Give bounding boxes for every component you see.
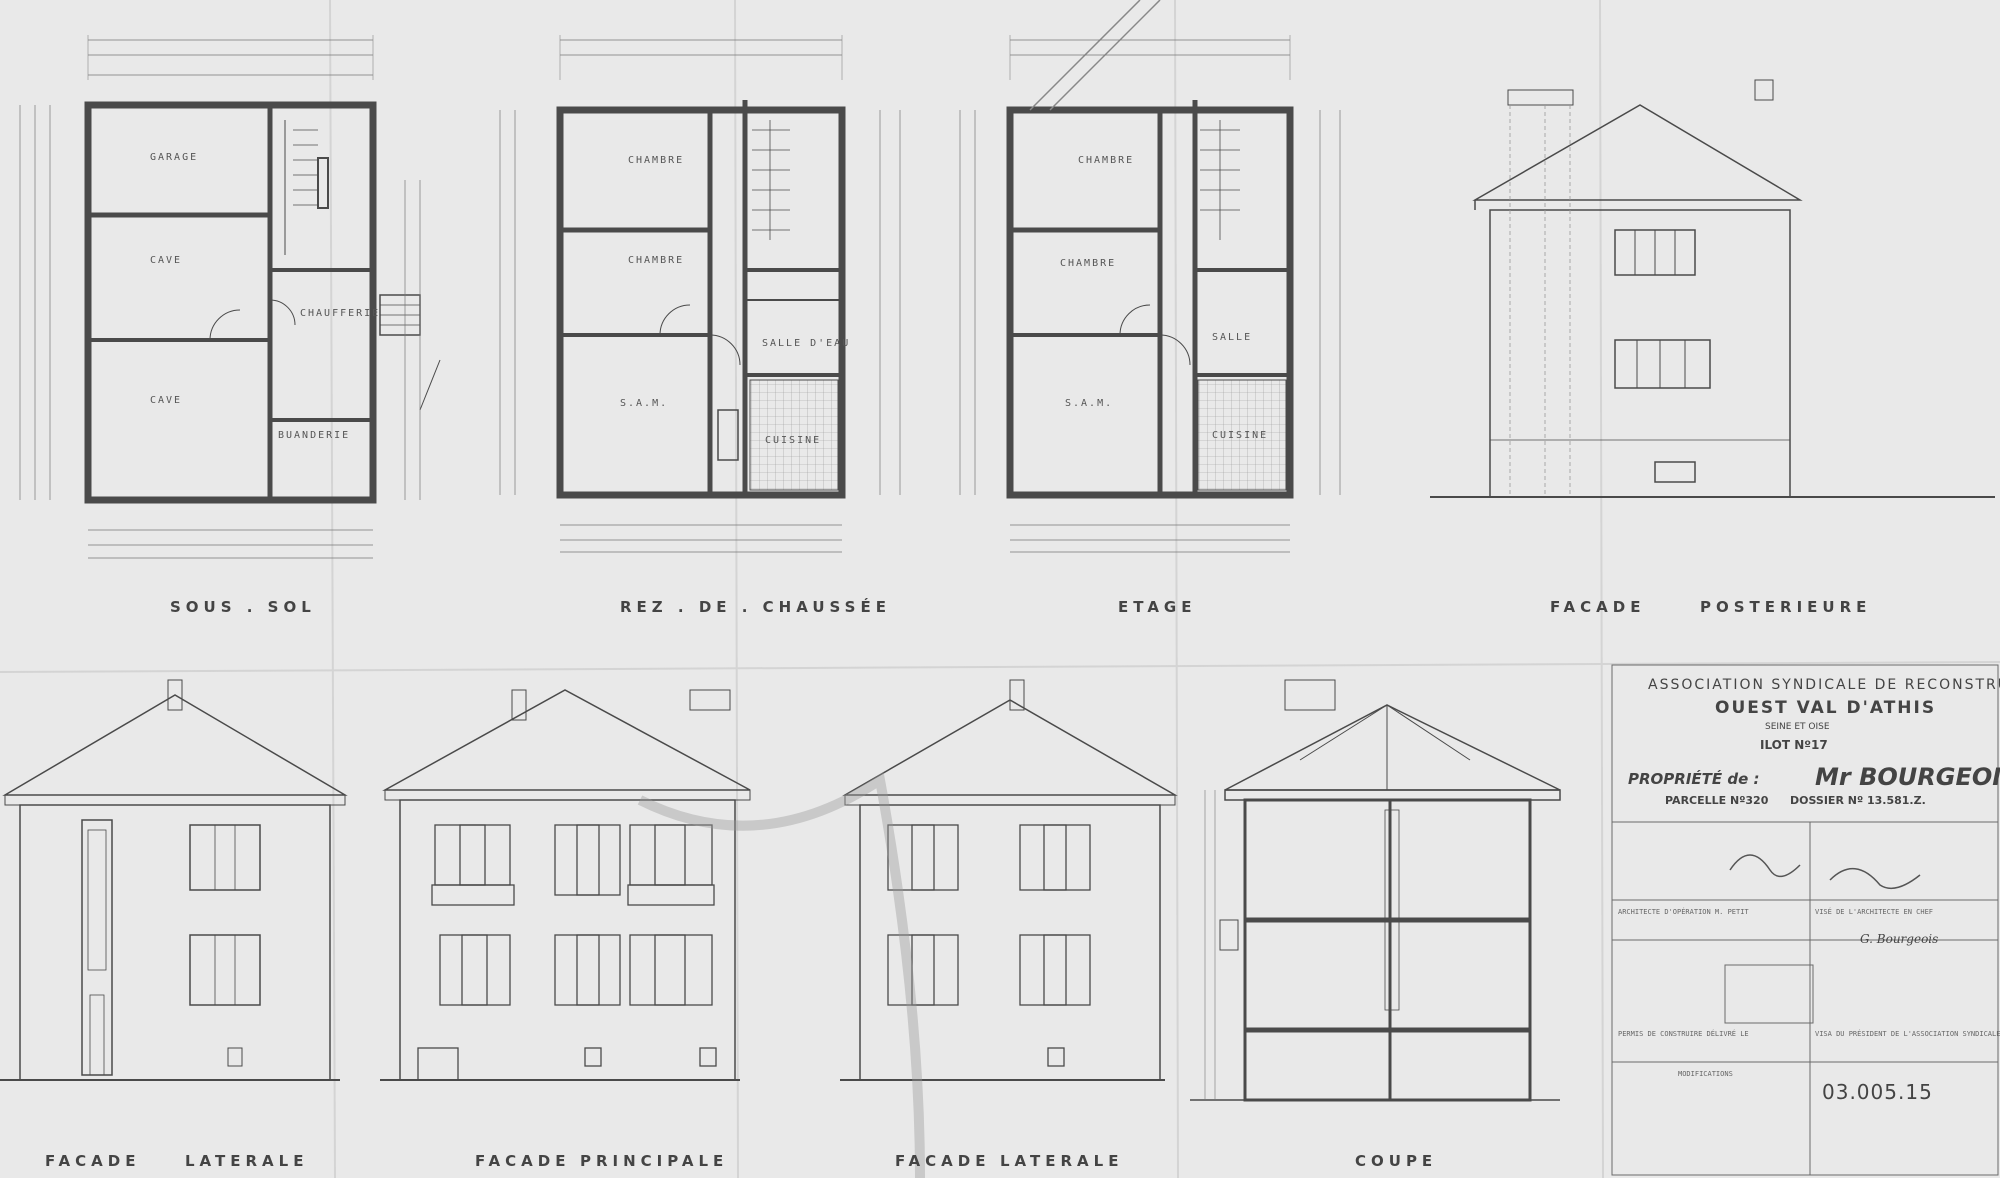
room-cave-1: CAVE xyxy=(150,255,183,266)
label-facade-laterale-left-1: FACADE xyxy=(45,1152,141,1170)
title-owner: Mr BOURGEOIS xyxy=(1815,763,2000,791)
title-propriete-label: PROPRIÉTÉ de : xyxy=(1628,770,1760,788)
title-region: SEINE ET OISE xyxy=(1765,722,1830,732)
title-architecte-operation: ARCHITECTE D'OPÉRATION M. PETIT xyxy=(1618,908,1749,916)
title-president: VISA DU PRÉSIDENT DE L'ASSOCIATION SYNDI… xyxy=(1815,1030,2000,1038)
room-etage-chambre-1: CHAMBRE xyxy=(1078,155,1135,166)
label-facade-principale-1: FACADE xyxy=(475,1152,571,1170)
plan-rez-de-chaussee xyxy=(499,39,901,553)
title-dossier: DOSSIER Nº 13.581.Z. xyxy=(1790,794,1926,807)
room-etage-sam: S.A.M. xyxy=(1065,398,1114,409)
room-rdc-sam: S.A.M. xyxy=(620,398,669,409)
room-garage: GARAGE xyxy=(150,152,199,163)
label-facade-laterale-right-2: LATERALE xyxy=(1000,1152,1124,1170)
elevation-facade-laterale-left xyxy=(0,679,348,1081)
room-chaufferie: CHAUFFERIE xyxy=(300,308,381,319)
room-rdc-chambre-1: CHAMBRE xyxy=(628,155,685,166)
label-rez-de-chaussee: REZ . DE . CHAUSSÉE xyxy=(620,598,891,616)
title-parcelle: PARCELLE Nº320 xyxy=(1665,794,1769,807)
dimension-ticks xyxy=(87,35,1291,80)
elevation-facade-posterieure xyxy=(1430,79,1995,498)
label-etage: ETAGE xyxy=(1118,598,1197,616)
title-block-frame xyxy=(1611,664,1999,1176)
title-modifications: MODIFICATIONS xyxy=(1678,1070,1733,1078)
room-etage-chambre-2: CHAMBRE xyxy=(1060,258,1117,269)
title-association: ASSOCIATION SYNDICALE DE RECONSTRUCTION xyxy=(1648,677,2000,693)
section-coupe xyxy=(1190,679,1561,1102)
room-cave-2: CAVE xyxy=(150,395,183,406)
room-rdc-chambre-2: CHAMBRE xyxy=(628,255,685,266)
elevation-facade-laterale-right xyxy=(637,679,1178,1178)
room-rdc-salle-d-eau: SALLE D'EAU xyxy=(762,338,851,349)
room-buanderie: BUANDERIE xyxy=(278,430,351,441)
title-ilot: ILOT Nº17 xyxy=(1760,738,1828,752)
label-facade-posterieure-2: POSTERIEURE xyxy=(1700,598,1872,616)
label-facade-posterieure-1: FACADE xyxy=(1550,598,1646,616)
label-facade-principale-2: PRINCIPALE xyxy=(580,1152,729,1170)
title-name: OUEST VAL D'ATHIS xyxy=(1715,698,1937,718)
elevation-facade-principale xyxy=(380,689,751,1081)
title-reference: 03.005.15 xyxy=(1822,1080,1933,1104)
room-etage-cuisine: CUISINE xyxy=(1212,430,1269,441)
title-signature-owner: G. Bourgeois xyxy=(1860,932,1939,946)
label-facade-laterale-left-2: LATERALE xyxy=(185,1152,309,1170)
plan-sous-sol xyxy=(19,39,441,559)
label-facade-laterale-right-1: FACADE xyxy=(895,1152,991,1170)
title-permis: PERMIS DE CONSTRUIRE DÉLIVRÉ LE xyxy=(1618,1030,1749,1038)
plan-etage xyxy=(959,0,1341,553)
room-rdc-cuisine: CUISINE xyxy=(765,435,822,446)
label-coupe: COUPE xyxy=(1355,1152,1438,1170)
title-vise: VISÉ DE L'ARCHITECTE EN CHEF xyxy=(1815,908,1934,916)
label-sous-sol: SOUS . SOL xyxy=(170,598,316,616)
room-etage-salle: SALLE xyxy=(1212,332,1253,343)
